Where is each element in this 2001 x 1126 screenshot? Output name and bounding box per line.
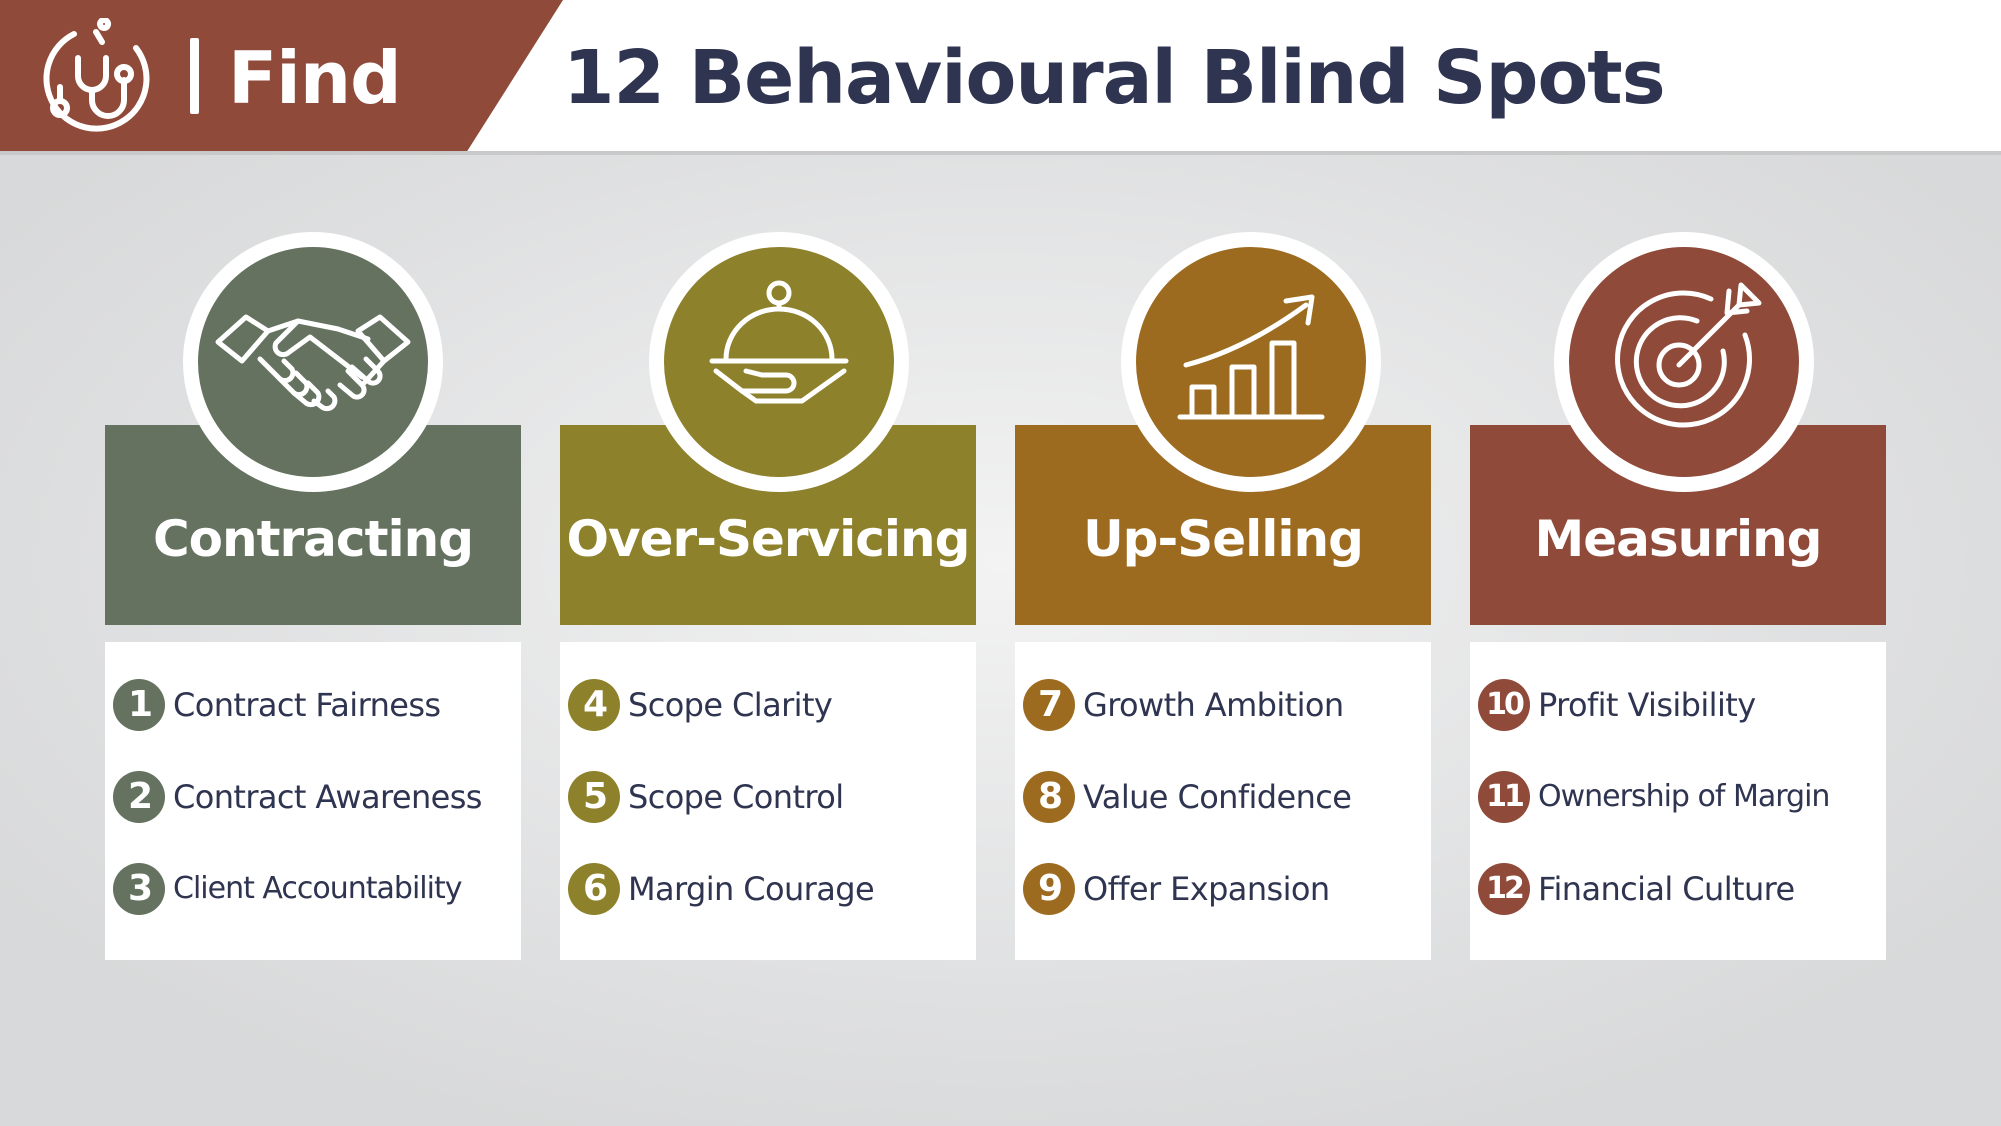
item-label: Ownership of Margin bbox=[1538, 779, 1830, 814]
item-label: Offer Expansion bbox=[1083, 870, 1330, 908]
item-label: Scope Control bbox=[628, 778, 844, 816]
item-label: Value Confidence bbox=[1083, 778, 1352, 816]
item-number: 8 bbox=[1023, 771, 1075, 823]
growth-chart-icon bbox=[1136, 247, 1366, 477]
header: Find 12 Behavioural Blind Spots bbox=[0, 0, 2001, 155]
list-item: 6 Margin Courage bbox=[568, 863, 978, 915]
item-number: 11 bbox=[1478, 771, 1530, 823]
list-item: 1 Contract Fairness bbox=[113, 679, 523, 731]
icon-badge bbox=[183, 232, 443, 492]
list-item: 5 Scope Control bbox=[568, 771, 978, 823]
item-label: Contract Fairness bbox=[173, 686, 441, 724]
list-item: 3 Client Accountability bbox=[113, 863, 523, 915]
separator-bar bbox=[190, 38, 199, 114]
page-title: 12 Behavioural Blind Spots bbox=[563, 35, 1666, 121]
item-number: 6 bbox=[568, 863, 620, 915]
serving-cloche-icon bbox=[664, 247, 894, 477]
category-measuring: Measuring 10 Profit Visibility 11 Owners… bbox=[1470, 0, 1886, 1126]
item-number: 12 bbox=[1478, 863, 1530, 915]
item-number: 10 bbox=[1478, 679, 1530, 731]
item-label: Growth Ambition bbox=[1083, 686, 1344, 724]
list-item: 8 Value Confidence bbox=[1023, 771, 1433, 823]
item-label: Financial Culture bbox=[1538, 870, 1795, 908]
list-item: 2 Contract Awareness bbox=[113, 771, 523, 823]
category-contracting: Contracting 1 Contract Fairness 2 bbox=[105, 0, 521, 1126]
list-item: 9 Offer Expansion bbox=[1023, 863, 1433, 915]
section-label: Find bbox=[228, 36, 402, 120]
list-item: 11 Ownership of Margin bbox=[1478, 771, 1888, 823]
item-number: 9 bbox=[1023, 863, 1075, 915]
stethoscope-icon bbox=[34, 17, 152, 136]
list-item: 7 Growth Ambition bbox=[1023, 679, 1433, 731]
category-title: Up-Selling bbox=[1083, 510, 1364, 568]
icon-badge bbox=[1554, 232, 1814, 492]
item-number: 2 bbox=[113, 771, 165, 823]
list-item: 10 Profit Visibility bbox=[1478, 679, 1888, 731]
category-over-servicing: Over-Servicing 4 Scope Clarity 5 Scope C… bbox=[560, 0, 976, 1126]
item-label: Profit Visibility bbox=[1538, 686, 1756, 724]
item-number: 4 bbox=[568, 679, 620, 731]
item-number: 3 bbox=[113, 863, 165, 915]
item-number: 5 bbox=[568, 771, 620, 823]
target-icon bbox=[1569, 247, 1799, 477]
category-up-selling: Up-Selling 7 Growth Ambition 8 Value Con… bbox=[1015, 0, 1431, 1126]
header-divider bbox=[0, 151, 2001, 155]
category-title: Measuring bbox=[1534, 510, 1823, 568]
item-label: Margin Courage bbox=[628, 870, 875, 908]
item-label: Scope Clarity bbox=[628, 686, 833, 724]
icon-badge bbox=[649, 232, 909, 492]
item-label: Client Accountability bbox=[173, 871, 462, 906]
blind-spot-list: 4 Scope Clarity 5 Scope Control 6 Margin… bbox=[560, 642, 976, 960]
list-item: 12 Financial Culture bbox=[1478, 863, 1888, 915]
blind-spot-list: 10 Profit Visibility 11 Ownership of Mar… bbox=[1470, 642, 1886, 960]
blind-spot-list: 1 Contract Fairness 2 Contract Awareness… bbox=[105, 642, 521, 960]
handshake-icon bbox=[198, 247, 428, 477]
category-title: Contracting bbox=[152, 510, 474, 568]
item-label: Contract Awareness bbox=[173, 778, 482, 816]
item-number: 7 bbox=[1023, 679, 1075, 731]
item-number: 1 bbox=[113, 679, 165, 731]
list-item: 4 Scope Clarity bbox=[568, 679, 978, 731]
icon-badge bbox=[1121, 232, 1381, 492]
blind-spot-list: 7 Growth Ambition 8 Value Confidence 9 O… bbox=[1015, 642, 1431, 960]
category-title: Over-Servicing bbox=[566, 510, 971, 568]
